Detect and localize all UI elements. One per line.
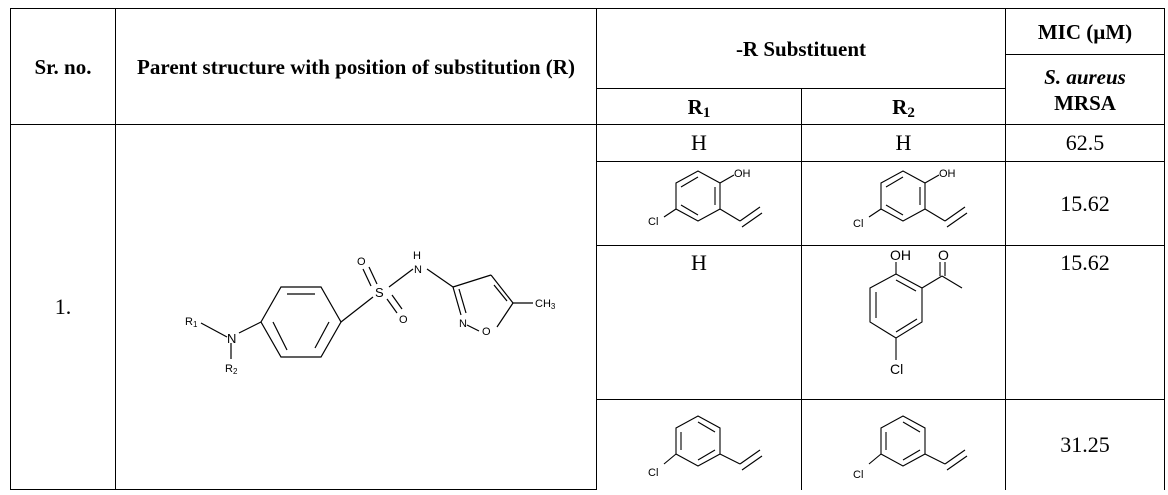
- parent-structure-drawing: O O S H N N O CH3 R1 N R2: [185, 250, 556, 376]
- carbonyl-oxygen-label: O: [938, 247, 949, 263]
- chloro-label: Cl: [853, 218, 863, 230]
- organism-name: S. aureus: [1044, 64, 1126, 89]
- sr-number-cell: 1.: [10, 124, 116, 490]
- hydroxyl-label: OH: [939, 168, 956, 180]
- parent-structure-header: Parent structure with position of substi…: [115, 8, 597, 125]
- mic-value-cell: 31.25: [1005, 399, 1165, 490]
- parent-structure-cell: O O S H N N O CH3 R1 N R2: [115, 124, 597, 490]
- mic-value-cell: 15.62: [1005, 161, 1165, 246]
- amide-nitrogen-label: N: [414, 264, 422, 276]
- r1-value-cell: H: [596, 124, 802, 162]
- r1-value-cell: H: [596, 245, 802, 400]
- amine-nitrogen-label: N: [227, 331, 236, 346]
- strain-name: MRSA: [1054, 90, 1116, 115]
- r2-header: R2: [801, 88, 1006, 125]
- amide-hydrogen-label: H: [413, 250, 421, 262]
- ring-oxygen-label: O: [482, 326, 491, 338]
- r1-structure-cell: Cl: [596, 399, 802, 490]
- r1-structure-cell: OH Cl: [596, 161, 802, 246]
- sar-table: Sr. no. Parent structure with position o…: [10, 8, 1165, 490]
- ring-nitrogen-label: N: [459, 318, 467, 330]
- chloro-label: Cl: [648, 216, 658, 228]
- organism-header: S. aureus MRSA: [1005, 54, 1165, 125]
- hydroxyl-label: OH: [734, 168, 751, 180]
- r2-value-cell: H: [801, 124, 1006, 162]
- chlorohydroxyacetophenone-structure: OH O Cl: [868, 247, 962, 377]
- mic-value-cell: 15.62: [1005, 245, 1165, 400]
- sulfonyl-oxygen-bottom: O: [399, 314, 408, 326]
- sulfur-label: S: [375, 285, 384, 300]
- mic-header: MIC (µM): [1005, 8, 1165, 55]
- r1-label: R1: [185, 316, 198, 329]
- sulfonyl-oxygen-top: O: [357, 256, 366, 268]
- chlorohydroxybenzylidene-structure: OH Cl: [853, 168, 967, 230]
- hydroxyl-label: OH: [890, 247, 911, 263]
- r2-structure-cell: OH Cl: [801, 161, 1006, 246]
- chlorobenzylidene-structure: Cl: [648, 415, 763, 479]
- r-substituent-header: -R Substituent: [596, 8, 1006, 89]
- r2-structure-cell: Cl: [801, 399, 1006, 490]
- r1-header: R1: [596, 88, 802, 125]
- chloro-label: Cl: [853, 469, 863, 481]
- chlorobenzylidene-structure: Cl: [853, 415, 967, 481]
- methyl-label: CH3: [535, 298, 556, 311]
- chlorohydroxybenzylidene-structure: OH Cl: [648, 168, 763, 228]
- chloro-label: Cl: [890, 361, 903, 377]
- r2-label: R2: [225, 363, 238, 376]
- sr-no-header: Sr. no.: [10, 8, 116, 125]
- chloro-label: Cl: [648, 467, 658, 479]
- mic-value-cell: 62.5: [1005, 124, 1165, 162]
- r2-structure-cell: OH O Cl: [801, 245, 1006, 400]
